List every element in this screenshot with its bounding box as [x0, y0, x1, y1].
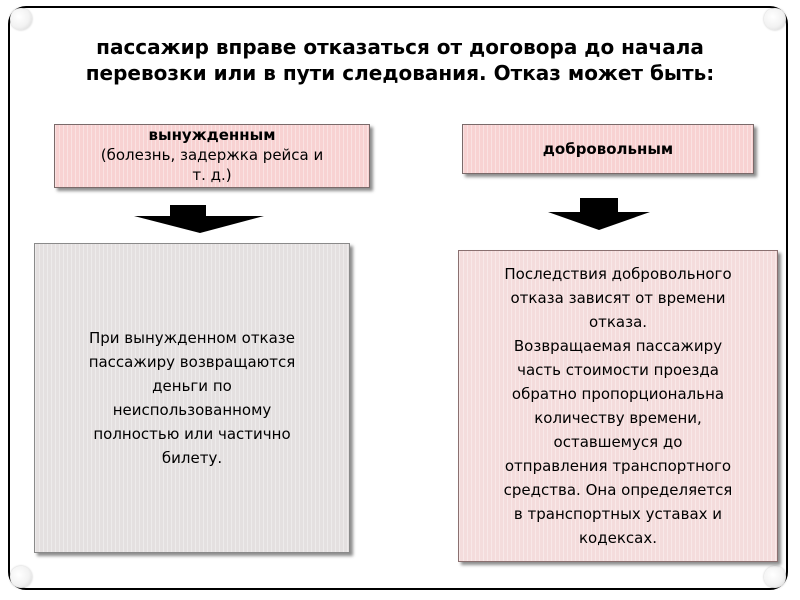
content-line: обратно пропорциональна: [511, 385, 725, 403]
label-forced-title: вынужденным: [148, 126, 276, 144]
content-line: При вынужденном отказе: [88, 329, 296, 347]
content-line: деньги по: [152, 377, 232, 395]
label-forced: вынужденным (болезнь, задержка рейса и т…: [54, 124, 370, 188]
content-line: количеству времени,: [534, 409, 702, 427]
content-line: пассажиру возвращаются: [88, 353, 296, 371]
content-line: кодексах.: [579, 529, 657, 547]
voluntary-refusal-content: Последствия добровольного отказа зависят…: [458, 250, 778, 562]
label-forced-note: (болезнь, задержка рейса и: [100, 146, 324, 164]
corner-decoration: [10, 566, 32, 588]
corner-decoration: [764, 566, 786, 588]
content-line: неиспользованному: [112, 401, 272, 419]
content-line: отказа зависят от времени: [510, 289, 726, 307]
content-line: часть стоимости проезда: [517, 361, 719, 379]
content-line: отправления транспортного: [504, 457, 732, 475]
label-forced-note: т. д.): [192, 166, 232, 184]
content-line: оставшемуся до: [553, 433, 683, 451]
label-voluntary: добровольным: [462, 124, 754, 174]
content-line: полностью или частично: [93, 425, 291, 443]
content-line: средства. Она определяется: [503, 481, 733, 499]
content-line: Последствия добровольного: [504, 265, 732, 283]
content-line: в транспортных уставах и: [513, 505, 723, 523]
label-voluntary-title: добровольным: [542, 140, 674, 158]
content-line: отказа.: [588, 313, 648, 331]
content-line: билету.: [161, 449, 223, 467]
corner-decoration: [764, 8, 786, 30]
title-line: пассажир вправе отказаться от договора д…: [96, 35, 704, 59]
content-line: Возвращаемая пассажиру: [513, 337, 723, 355]
down-arrow-icon: [548, 198, 650, 230]
corner-decoration: [10, 8, 32, 30]
forced-refusal-content: При вынужденном отказе пассажиру возвращ…: [34, 243, 350, 553]
slide-title: пассажир вправе отказаться от договора д…: [20, 34, 780, 86]
title-line: перевозки или в пути следования. Отказ м…: [85, 61, 715, 85]
down-arrow-icon: [134, 205, 264, 233]
